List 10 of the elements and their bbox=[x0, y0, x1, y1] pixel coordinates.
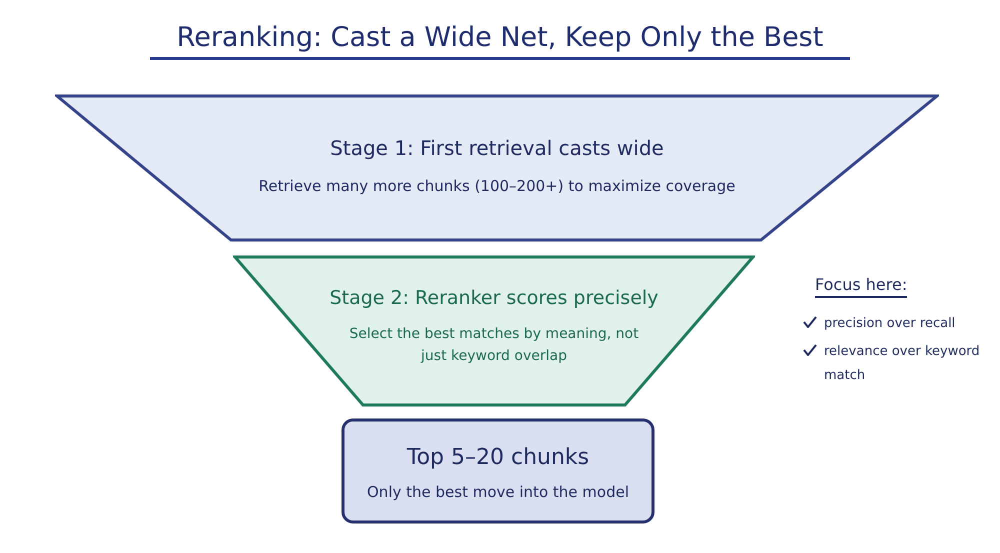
stage-heading: Stage 2: Reranker scores precisely bbox=[328, 286, 660, 311]
stage-heading: Top 5–20 chunks bbox=[406, 444, 590, 472]
note-item: precision over recall bbox=[824, 315, 956, 333]
stage-description: Only the best move into the model bbox=[366, 482, 630, 503]
stage-heading: Stage 1: First retrieval casts wide bbox=[329, 135, 665, 162]
stage-description: Select the best matches by meaning, not just keyword overlap bbox=[348, 325, 640, 366]
stage-description: Retrieve many more chunks (100–200+) to maximize coverage bbox=[258, 176, 736, 197]
diagram-title: Reranking: Cast a Wide Net, Keep Only the Best bbox=[150, 22, 850, 60]
note-heading: Focus here: bbox=[815, 275, 908, 298]
note-item: relevance over keyword match bbox=[824, 343, 981, 385]
